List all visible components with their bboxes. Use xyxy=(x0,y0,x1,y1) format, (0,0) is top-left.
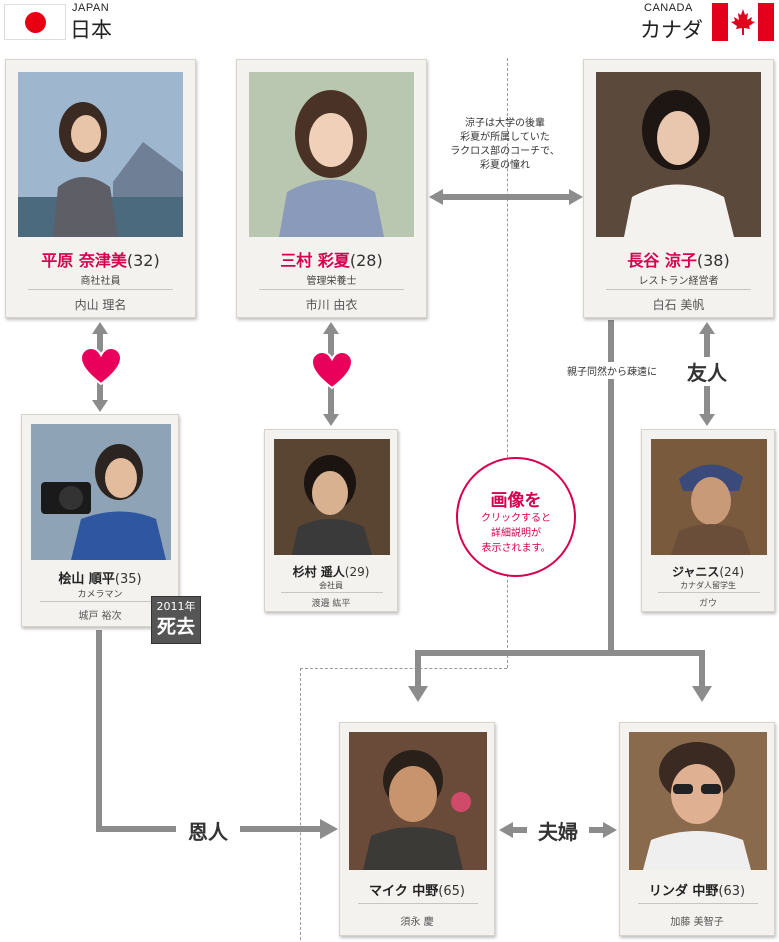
card-junpei[interactable]: 桧山 順平(35) カメラマン 城戸 裕次 xyxy=(21,414,179,627)
card-divider xyxy=(606,289,751,290)
arrow-down-icon xyxy=(408,686,428,702)
mike-actor: 須永 慶 xyxy=(400,917,434,928)
ryoko-role: レストラン経営者 xyxy=(638,276,719,287)
heart-icon xyxy=(81,348,121,386)
ayaka-ryoko-arrow xyxy=(429,189,583,205)
card-divider xyxy=(638,903,758,904)
arrow-down-icon xyxy=(692,686,712,702)
nanami-role: 商社社員 xyxy=(80,276,121,287)
ryoko-ayaka-note: 涼子は大学の後輩 彩夏が所属していた ラクロス部のコーチで、 彩夏の憧れ xyxy=(450,118,560,171)
ayaka-name-line: 三村 彩夏(28) xyxy=(237,247,426,271)
ayaka-actor: 市川 由衣 xyxy=(305,298,358,312)
ryoko-name: 長谷 涼子 xyxy=(627,251,697,270)
heart-icon xyxy=(312,352,352,390)
card-divider xyxy=(28,289,173,290)
ryoko-name-line: 長谷 涼子(38) xyxy=(584,247,773,271)
estranged-label: 親子同然から疎遠に xyxy=(552,362,672,379)
nanami-name-line: 平原 奈津美(32) xyxy=(6,247,195,271)
ryoko-actor: 白石 美帆 xyxy=(652,298,705,312)
deceased-badge: 2011年 死去 xyxy=(151,596,201,644)
canada-flag-icon xyxy=(712,3,774,41)
haruto-name-line: 杉村 遥人(29) xyxy=(265,563,397,580)
linda-name: リンダ 中野 xyxy=(648,884,719,899)
haruto-age: (29) xyxy=(344,565,370,579)
branch-left-line xyxy=(415,650,421,690)
ayaka-photo[interactable] xyxy=(249,72,414,237)
junpei-name-line: 桧山 順平(35) xyxy=(22,568,178,587)
mike-age: (65) xyxy=(438,884,465,899)
canada-label-ja: カナダ xyxy=(640,18,703,42)
card-divider xyxy=(40,601,162,602)
card-divider xyxy=(281,592,383,593)
ayaka-role: 管理栄養士 xyxy=(306,276,357,287)
deceased-year: 2011年 xyxy=(156,600,196,613)
card-nanami[interactable]: 平原 奈津美(32) 商社社員 内山 理名 xyxy=(5,59,196,318)
card-ayaka[interactable]: 三村 彩夏(28) 管理栄養士 市川 由衣 xyxy=(236,59,427,318)
mike-name-line: マイク 中野(65) xyxy=(340,880,494,899)
junpei-role: カメラマン xyxy=(77,590,123,600)
junpei-descent-line xyxy=(96,630,102,830)
border-divider-middle xyxy=(300,668,507,669)
card-linda[interactable]: リンダ 中野(63) 加藤 美智子 xyxy=(619,722,775,936)
hint-line: 詳細説明が xyxy=(491,528,541,539)
junpei-age: (35) xyxy=(114,572,142,587)
ryoko-branch-line xyxy=(415,650,705,656)
ryoko-age: (38) xyxy=(696,251,730,270)
border-divider-upper xyxy=(507,58,508,668)
card-ryoko[interactable]: 長谷 涼子(38) レストラン経営者 白石 美帆 xyxy=(583,59,774,318)
card-divider xyxy=(358,903,478,904)
janice-age: (24) xyxy=(719,565,745,579)
click-hint-badge: 画像を クリックすると 詳細説明が 表示されます。 xyxy=(456,457,576,577)
ayaka-name: 三村 彩夏 xyxy=(280,251,350,270)
ayaka-age: (28) xyxy=(349,251,383,270)
nanami-age: (32) xyxy=(126,251,160,270)
japan-label-ja: 日本 xyxy=(70,18,112,42)
branch-right-line xyxy=(699,650,705,690)
ryoko-photo[interactable] xyxy=(596,72,761,237)
canada-label-en: CANADA xyxy=(644,2,693,14)
janice-name: ジャニス xyxy=(671,565,720,579)
janice-actor: ガウ xyxy=(698,599,717,609)
card-divider xyxy=(658,592,760,593)
junpei-actor: 城戸 裕次 xyxy=(78,611,122,622)
hint-title: 画像を xyxy=(490,491,542,511)
linda-photo[interactable] xyxy=(629,732,767,870)
arrow-right-icon xyxy=(320,819,338,839)
junpei-photo[interactable] xyxy=(31,424,171,560)
couple-label: 夫婦 xyxy=(527,816,589,845)
haruto-actor: 渡邉 紘平 xyxy=(311,599,351,609)
border-divider-lower xyxy=(300,668,301,940)
janice-name-line: ジャニス(24) xyxy=(642,563,774,580)
nanami-name: 平原 奈津美 xyxy=(41,251,127,270)
japan-label-en: JAPAN xyxy=(72,2,110,14)
janice-photo[interactable] xyxy=(651,439,767,555)
janice-role: カナダ人留学生 xyxy=(680,581,736,590)
nanami-actor: 内山 理名 xyxy=(74,298,127,312)
mike-name: マイク 中野 xyxy=(369,884,439,899)
mike-photo[interactable] xyxy=(349,732,487,870)
card-divider xyxy=(259,289,404,290)
linda-name-line: リンダ 中野(63) xyxy=(620,880,774,899)
ryoko-descent-line xyxy=(608,320,614,655)
nanami-photo[interactable] xyxy=(18,72,183,237)
linda-age: (63) xyxy=(718,884,746,899)
hint-line: クリックすると xyxy=(481,513,551,524)
junpei-name: 桧山 順平 xyxy=(58,572,115,587)
deceased-label: 死去 xyxy=(156,616,195,638)
benefactor-label: 恩人 xyxy=(176,816,240,845)
card-mike[interactable]: マイク 中野(65) 須永 慶 xyxy=(339,722,495,936)
card-janice[interactable]: ジャニス(24) カナダ人留学生 ガウ xyxy=(641,429,775,612)
haruto-name: 杉村 遥人 xyxy=(292,565,345,579)
hint-line: 表示されます。 xyxy=(481,543,551,554)
linda-actor: 加藤 美智子 xyxy=(670,917,724,928)
haruto-photo[interactable] xyxy=(274,439,390,555)
card-haruto[interactable]: 杉村 遥人(29) 会社員 渡邉 紘平 xyxy=(264,429,398,612)
haruto-role: 会社員 xyxy=(319,581,343,590)
friend-label: 友人 xyxy=(680,357,734,386)
japan-flag-icon xyxy=(4,4,66,40)
